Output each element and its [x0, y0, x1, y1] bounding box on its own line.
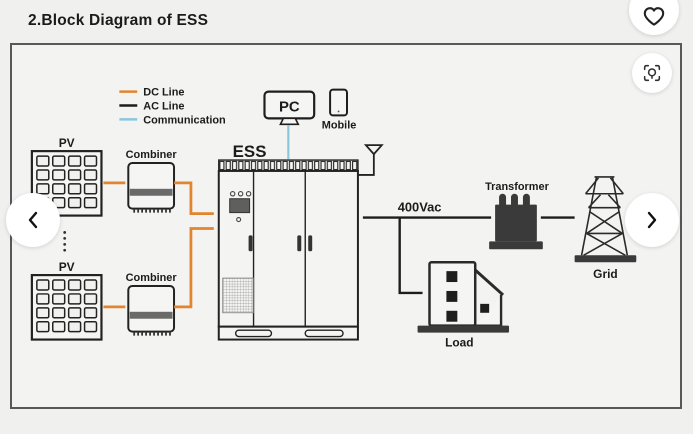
door-handle: [308, 235, 313, 252]
control-panel: [229, 191, 252, 223]
chevron-right-icon: [647, 211, 657, 229]
heart-icon: [643, 7, 665, 26]
grid-tower-icon: Grid: [574, 176, 637, 281]
combiner-top: [126, 161, 177, 213]
image-search-icon: [643, 64, 661, 82]
prev-image-button[interactable]: [6, 193, 60, 247]
ess-label: ESS: [233, 142, 267, 161]
ac-lines: [362, 216, 575, 295]
page-title-number: 2.: [28, 12, 42, 29]
pc-icon: PC: [263, 90, 316, 126]
cabinet-top-grille: [218, 159, 359, 172]
pv-bottom-label: PV: [59, 260, 75, 274]
mobile-icon: Mobile: [322, 88, 357, 131]
transformer-label: Transformer: [485, 181, 549, 193]
display-screen: [229, 198, 251, 214]
pv-top-label: PV: [59, 136, 75, 150]
chevron-left-icon: [28, 211, 38, 229]
door-handle: [297, 235, 302, 252]
combiner-top-label: Combiner: [126, 149, 178, 161]
ess-cabinet: [217, 159, 359, 341]
legend-comm-label: Communication: [143, 114, 226, 126]
page-title-text: Block Diagram of ESS: [41, 12, 209, 29]
pv-array-bottom: [30, 273, 103, 341]
antenna-icon: [357, 144, 384, 176]
page-title: 2.Block Diagram of ESS: [28, 12, 208, 30]
next-image-button[interactable]: [625, 193, 679, 247]
legend-ac-label: AC Line: [143, 100, 184, 112]
diagram-image: DC Line AC Line Communication PC Mobile …: [10, 43, 682, 409]
combiner-bottom-label: Combiner: [126, 272, 178, 284]
ac-voltage-label: 400Vac: [398, 200, 442, 215]
grid-label: Grid: [593, 267, 618, 281]
legend-dc-label: DC Line: [143, 87, 184, 99]
legend: DC Line AC Line Communication: [119, 87, 226, 126]
cabinet-base: [217, 325, 359, 341]
combiner-bottom: [126, 284, 177, 336]
dc-line-combiner2-ess: [174, 227, 214, 309]
vent-grille: [222, 277, 254, 314]
favorite-button[interactable]: [629, 0, 679, 35]
load-label: Load: [445, 336, 473, 350]
dc-lines: [103, 181, 214, 309]
dc-line-combiner1-ess: [174, 181, 214, 215]
ess-block-diagram: DC Line AC Line Communication PC Mobile …: [30, 87, 637, 350]
load-building-icon: Load: [417, 260, 510, 350]
door-handle: [248, 235, 253, 252]
image-search-button[interactable]: [632, 53, 672, 93]
transformer-icon: Transformer: [485, 181, 550, 250]
pc-label: PC: [279, 99, 300, 115]
mobile-label: Mobile: [322, 119, 357, 131]
ellipsis-dots: [63, 231, 67, 252]
ac-line-to-load: [398, 217, 423, 295]
